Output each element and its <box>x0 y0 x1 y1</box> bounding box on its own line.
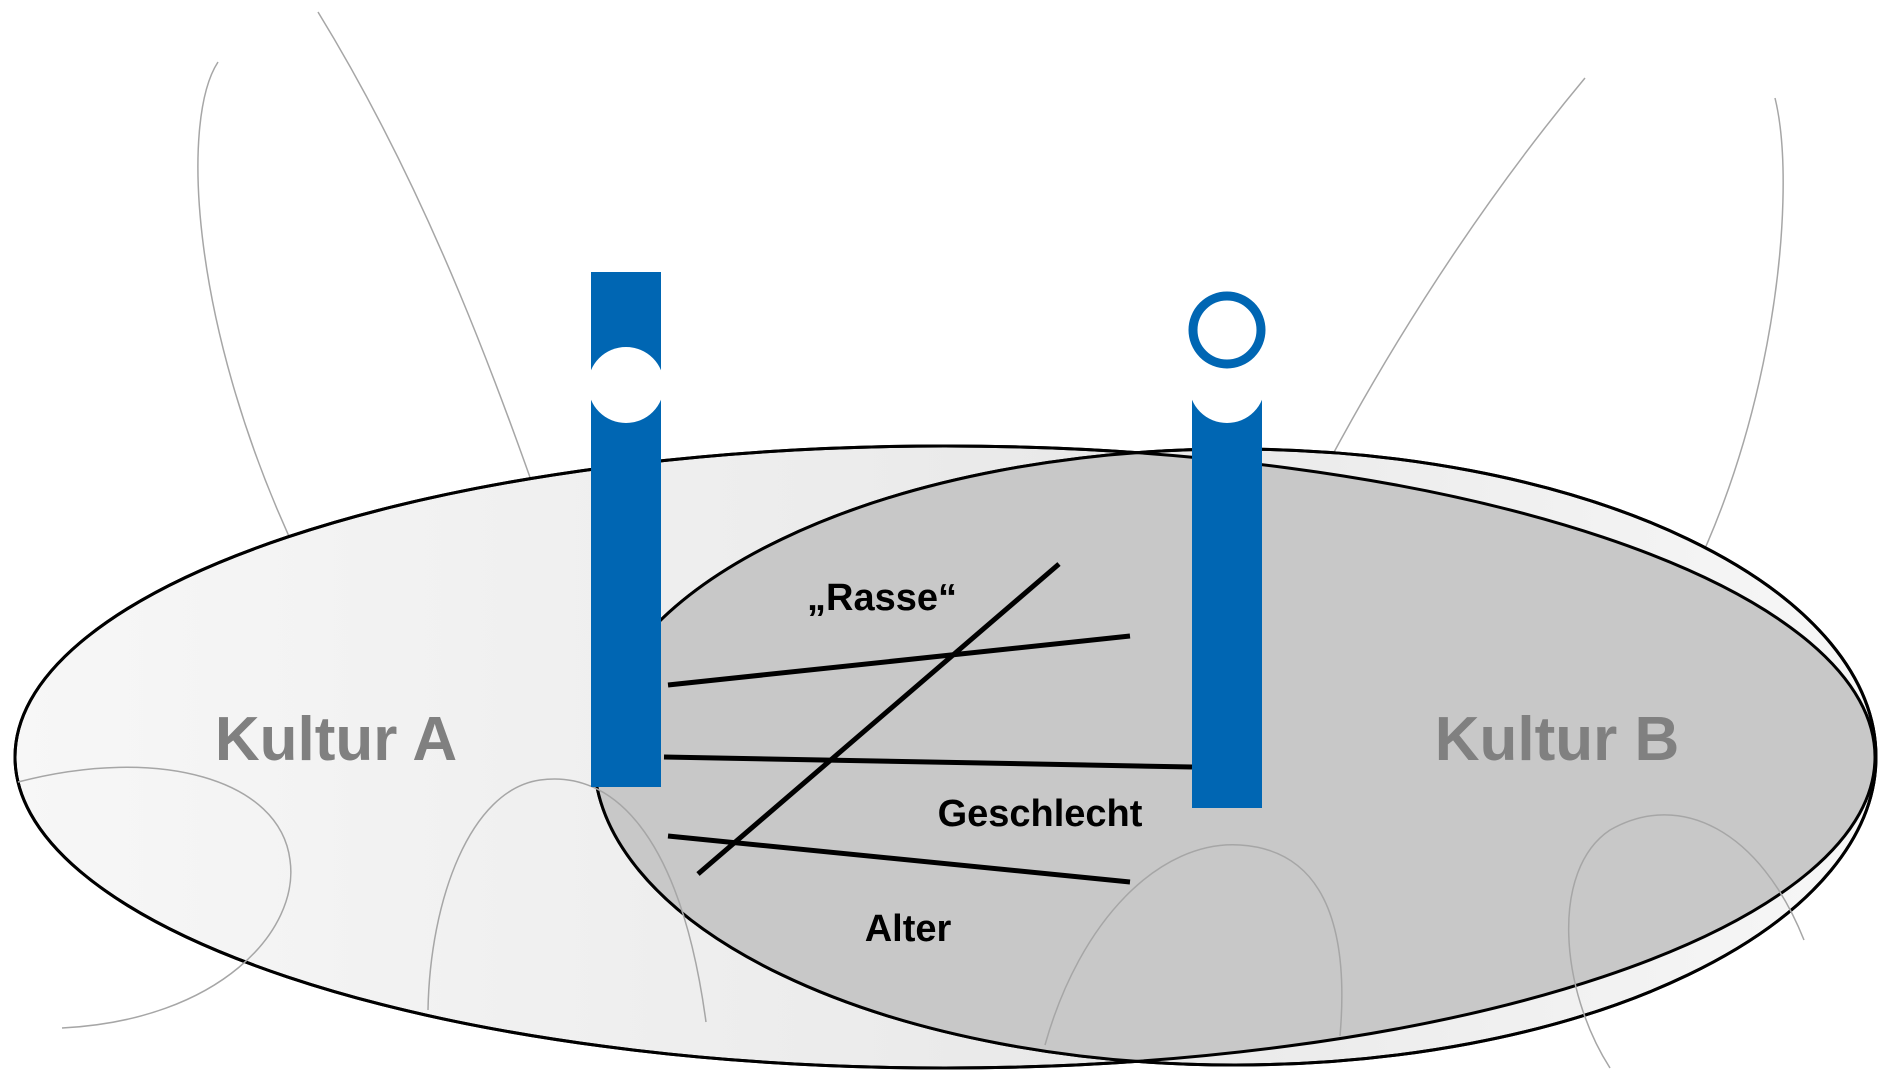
race-label: „Rasse“ <box>807 577 957 619</box>
person-b-head <box>1188 291 1266 369</box>
person-b-icon <box>1188 291 1266 808</box>
age-label: Alter <box>865 908 952 950</box>
crossing-lines <box>663 562 1193 885</box>
curve-bottom-left-2 <box>427 778 707 1023</box>
person-b-body <box>1192 395 1262 808</box>
curve-bottom-right-1 <box>1044 844 1343 1046</box>
curve-bottom-left-1 <box>17 766 292 1029</box>
line-diagonal <box>696 562 1061 876</box>
person-b-notch <box>1189 347 1265 423</box>
culture-a-label: Kultur A <box>215 705 457 774</box>
culture-b-label: Kultur B <box>1435 705 1680 774</box>
person-a-head <box>588 347 664 423</box>
line-gender <box>663 754 1193 770</box>
gender-label: Geschlecht <box>938 793 1143 835</box>
line-race <box>667 633 1131 688</box>
line-age <box>667 833 1131 885</box>
foreground-curves <box>17 766 1805 1069</box>
curve-bottom-right-2 <box>1567 814 1805 1069</box>
person-a-icon <box>588 272 664 787</box>
